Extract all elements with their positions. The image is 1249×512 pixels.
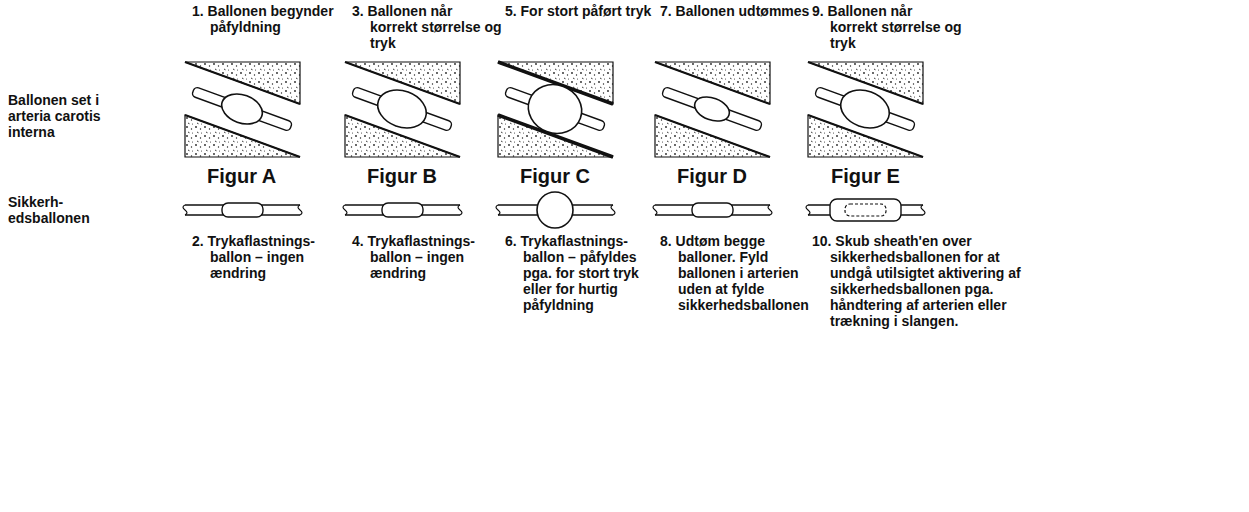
artery-figure <box>808 62 923 157</box>
figure-label: Figur A <box>207 165 276 187</box>
artery-figure <box>185 62 300 157</box>
safety-balloon <box>183 203 302 217</box>
step-caption: 10. Skub sheath'en over sikkerhedsballon… <box>812 233 1042 329</box>
step-caption: 7. Ballonen udtømmes <box>660 3 810 19</box>
step-caption: 1. Ballonen begynder påfyldning <box>192 3 342 35</box>
figure-label: Figur D <box>677 165 747 187</box>
safety-balloon <box>496 192 615 228</box>
row-label: Sikkerh- edsballonen <box>8 194 108 226</box>
safety-balloon <box>653 203 772 217</box>
row-label: Ballonen set i arteria carotis interna <box>8 92 130 140</box>
step-caption: 6. Trykaflastnings- ballon – påfyldes pg… <box>505 233 650 313</box>
figure-label: Figur B <box>367 165 437 187</box>
step-caption: 3. Ballonen når korrekt størrelse og try… <box>352 3 502 51</box>
safety-balloon <box>343 203 462 217</box>
artery-figure <box>345 62 460 157</box>
figure-label: Figur C <box>520 165 590 187</box>
step-caption: 4. Trykaflastnings- ballon – ingen ændri… <box>352 233 497 281</box>
step-caption: 9. Ballonen når korrekt størrelse og try… <box>812 3 962 51</box>
step-caption: 8. Udtøm begge balloner. Fyld ballonen i… <box>660 233 805 313</box>
artery-figure <box>655 62 770 157</box>
step-caption: 2. Trykaflastnings- ballon – ingen ændri… <box>192 233 337 281</box>
safety-balloon <box>806 199 925 221</box>
figure-label: Figur E <box>831 165 900 187</box>
step-caption: 5. For stort påført tryk <box>505 3 655 19</box>
artery-figure <box>498 62 613 157</box>
